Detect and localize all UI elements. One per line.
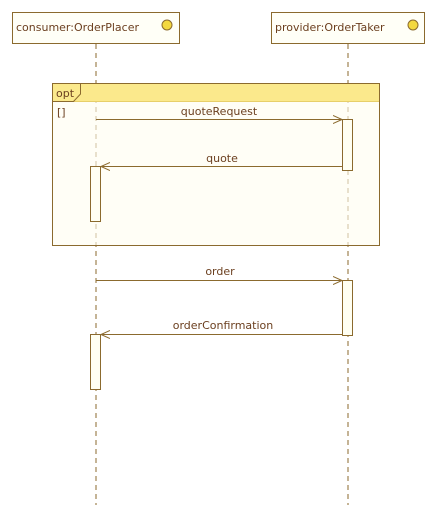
- fragment-operator-label: opt: [56, 87, 75, 100]
- message-label: orderConfirmation: [173, 319, 274, 332]
- message-label: quoteRequest: [181, 105, 258, 118]
- lifeline-provider-order-taker[interactable]: provider:OrderTaker: [271, 12, 425, 44]
- fragment-guard: []: [57, 106, 66, 119]
- lifeline-label: consumer:OrderPlacer: [16, 21, 139, 34]
- lifeline-consumer-order-placer[interactable]: consumer:OrderPlacer: [12, 12, 180, 44]
- message-quote[interactable]: quote: [101, 152, 342, 167]
- lifeline-header-box: [12, 12, 180, 44]
- fragment-operator-tab: [53, 84, 379, 101]
- activation-bar: [90, 334, 101, 390]
- message-order-confirmation[interactable]: orderConfirmation: [101, 319, 342, 335]
- activation-bar: [342, 119, 353, 171]
- lifeline-label: provider:OrderTaker: [275, 21, 385, 34]
- message-order[interactable]: order: [96, 265, 342, 281]
- interface-ball-icon: [407, 19, 419, 31]
- interface-ball-icon: [161, 19, 173, 31]
- activation-bar: [342, 280, 353, 336]
- message-quote-request[interactable]: quoteRequest: [96, 105, 342, 120]
- fragment-operator-notch: [53, 84, 81, 102]
- message-label: order: [205, 265, 235, 278]
- message-label: quote: [206, 152, 238, 165]
- activation-bar: [90, 166, 101, 222]
- lifeline-header-box: [271, 12, 425, 44]
